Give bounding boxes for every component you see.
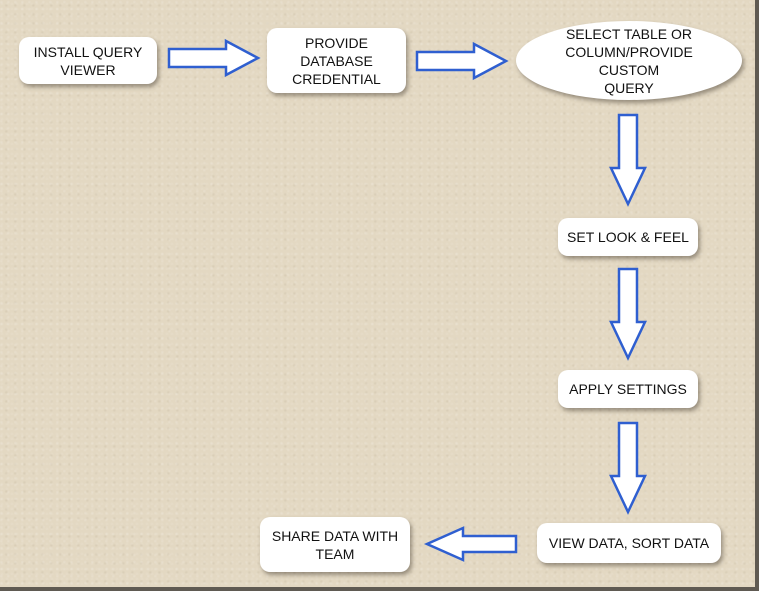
arrow-down-3 (609, 421, 647, 515)
arrow-left-1 (423, 526, 518, 562)
arrow-down-1 (609, 113, 647, 207)
node-provide-database-credential: PROVIDE DATABASE CREDENTIAL (267, 28, 406, 93)
arrow-right-2 (415, 41, 509, 81)
node-view-sort-data: VIEW DATA, SORT DATA (537, 523, 721, 563)
node-share-data-with-team: SHARE DATA WITH TEAM (260, 517, 410, 572)
node-set-look-and-feel: SET LOOK & FEEL (558, 218, 698, 256)
node-select-table-or-column: SELECT TABLE OR COLUMN/PROVIDE CUSTOM QU… (516, 21, 742, 100)
node-apply-settings: APPLY SETTINGS (558, 370, 698, 408)
node-install-query-viewer: INSTALL QUERY VIEWER (19, 37, 157, 84)
arrow-down-2 (609, 267, 647, 361)
arrow-right-1 (167, 38, 261, 78)
